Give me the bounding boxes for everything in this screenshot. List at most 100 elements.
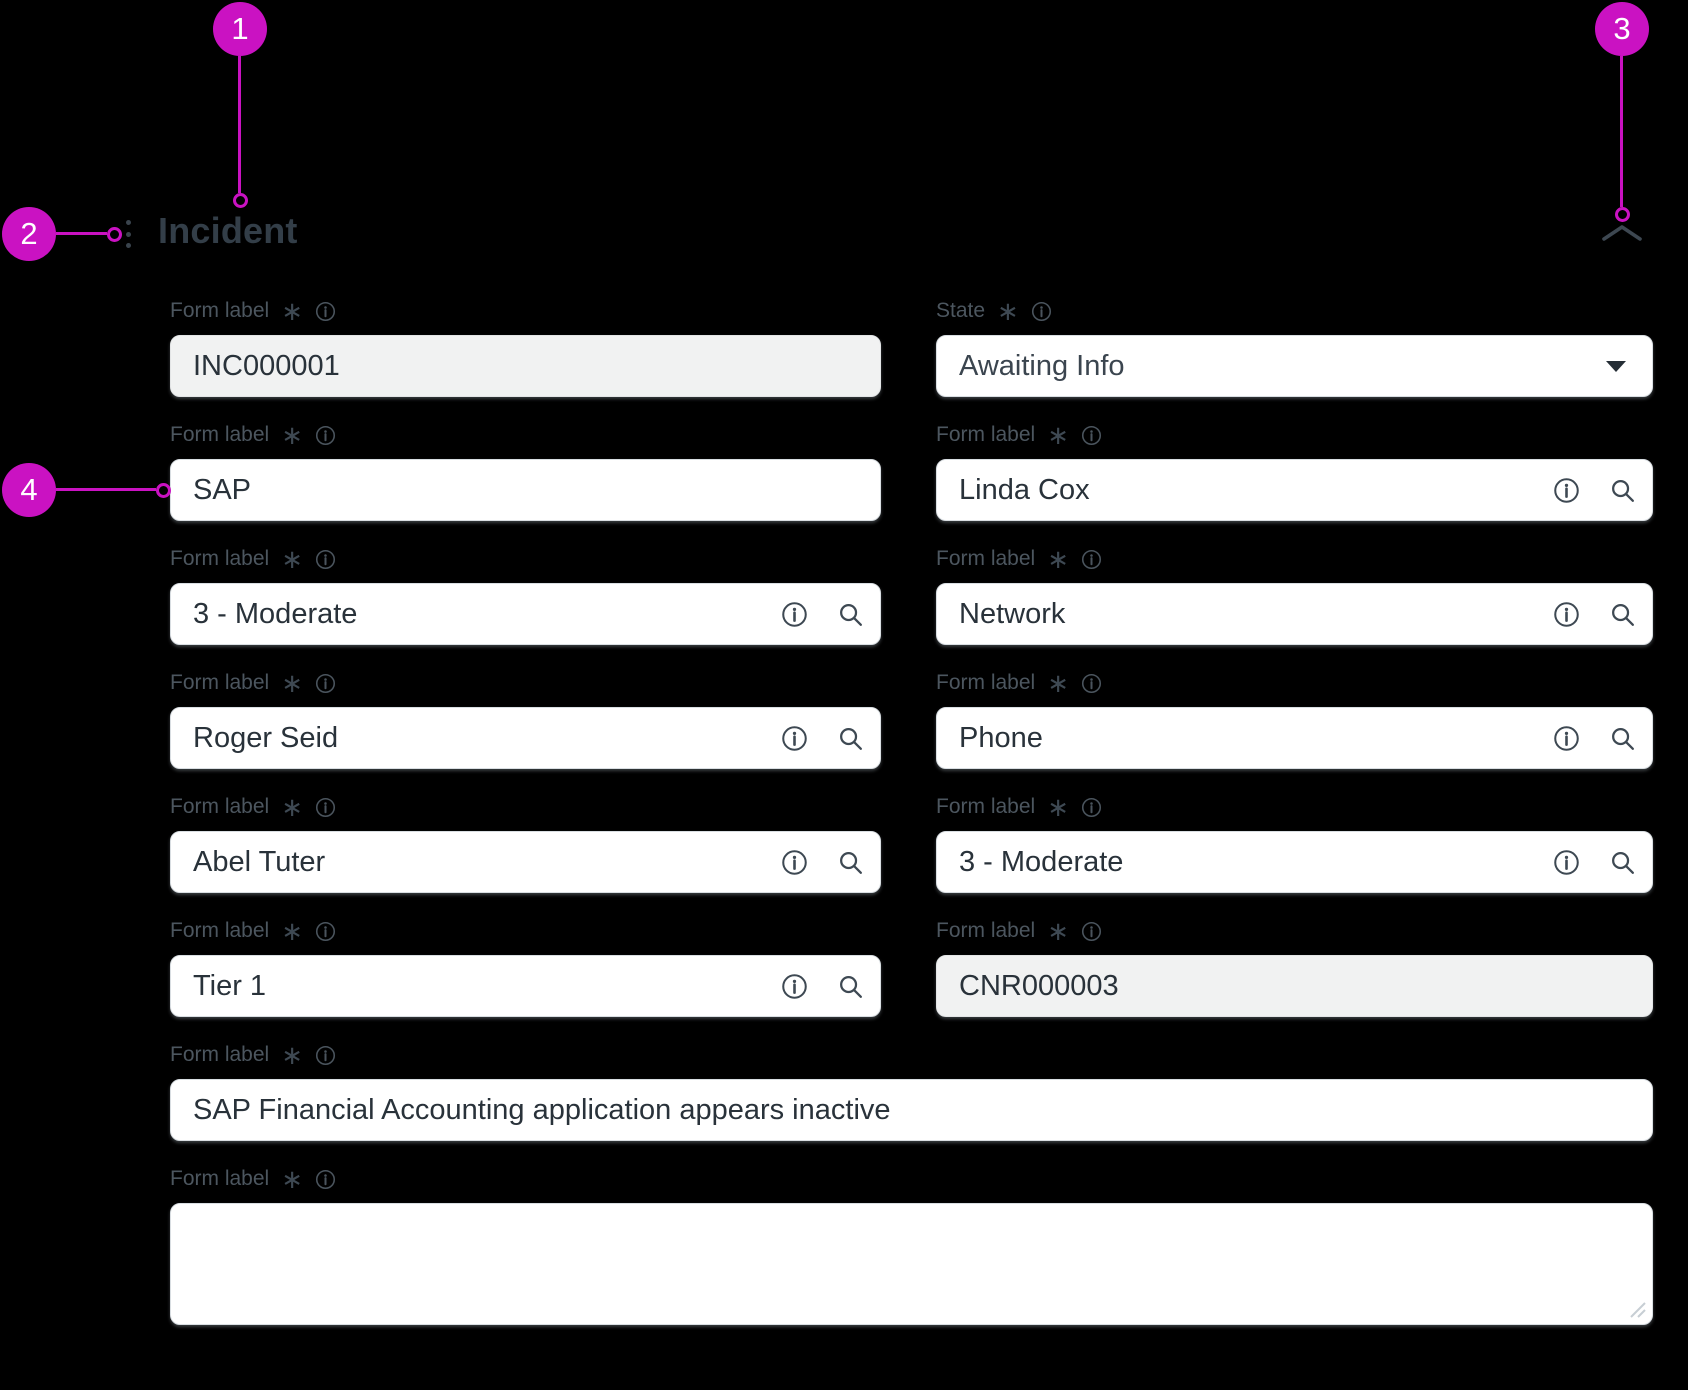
field-value: 3 - Moderate xyxy=(193,597,358,630)
field-label-row: Form label∗ xyxy=(170,1042,1653,1068)
label-info-icon[interactable] xyxy=(315,549,336,570)
field-value: 3 - Moderate xyxy=(959,845,1124,878)
label-info-icon[interactable] xyxy=(1081,921,1102,942)
search-icon[interactable] xyxy=(1609,849,1636,876)
required-asterisk-icon: ∗ xyxy=(1047,668,1069,698)
search-icon[interactable] xyxy=(837,725,864,752)
form-field-group: Form label∗Linda Cox xyxy=(936,422,1653,521)
reference-field[interactable]: Roger Seid xyxy=(170,707,881,769)
text-input-field[interactable]: SAP xyxy=(170,459,881,521)
field-label: Form label xyxy=(936,547,1036,570)
search-icon[interactable] xyxy=(1609,725,1636,752)
field-label: State xyxy=(936,299,986,322)
annotation-marker-circle: 4 xyxy=(2,463,56,517)
field-label: Form label xyxy=(936,671,1036,694)
label-info-icon[interactable] xyxy=(1081,425,1102,446)
info-icon[interactable] xyxy=(781,849,808,876)
field-value: INC000001 xyxy=(193,349,340,382)
field-value: CNR000003 xyxy=(959,969,1119,1002)
field-label-row: Form label∗ xyxy=(170,422,881,448)
chevron-down-icon xyxy=(1606,361,1626,372)
reference-field[interactable]: 3 - Moderate xyxy=(170,583,881,645)
search-icon[interactable] xyxy=(837,849,864,876)
label-info-icon[interactable] xyxy=(1081,673,1102,694)
reference-field[interactable]: Network xyxy=(936,583,1653,645)
field-label: Form label xyxy=(170,547,270,570)
required-asterisk-icon: ∗ xyxy=(281,916,303,946)
field-label: Form label xyxy=(170,671,270,694)
info-icon[interactable] xyxy=(1553,725,1580,752)
search-icon[interactable] xyxy=(837,973,864,1000)
annotation-marker-line xyxy=(1620,56,1623,207)
form-field-group: State ∗ Awaiting Info xyxy=(936,298,1653,397)
info-icon[interactable] xyxy=(781,601,808,628)
annotation-marker-line xyxy=(56,488,156,491)
label-info-icon[interactable] xyxy=(1031,301,1052,322)
field-label-row: Form label ∗ xyxy=(170,546,881,572)
required-asterisk-icon: ∗ xyxy=(281,420,303,450)
readonly-field[interactable]: INC000001 xyxy=(170,335,881,397)
reference-field[interactable]: Tier 1 xyxy=(170,955,881,1017)
required-asterisk-icon: ∗ xyxy=(281,544,303,574)
search-icon[interactable] xyxy=(837,601,864,628)
info-icon[interactable] xyxy=(781,973,808,1000)
field-label: Form label xyxy=(936,423,1036,446)
required-asterisk-icon: ∗ xyxy=(281,1040,303,1070)
textarea-field[interactable] xyxy=(170,1203,1653,1325)
reference-field[interactable]: 3 - Moderate xyxy=(936,831,1653,893)
label-info-icon[interactable] xyxy=(315,797,336,818)
label-info-icon[interactable] xyxy=(315,673,336,694)
label-info-icon[interactable] xyxy=(1081,549,1102,570)
label-info-icon[interactable] xyxy=(1081,797,1102,818)
field-label-row: Form label ∗ xyxy=(170,670,881,696)
form-field-group: Form label∗ SAP Financial Accounting appl… xyxy=(170,1042,1653,1141)
form-field-group: Form label ∗ 3 - Moderate xyxy=(170,546,881,645)
label-info-icon[interactable] xyxy=(315,301,336,322)
form-field-group: Form label∗CNR000003 xyxy=(936,918,1653,1017)
annotation-marker-line xyxy=(238,56,241,193)
info-icon[interactable] xyxy=(781,725,808,752)
reference-field[interactable]: Linda Cox xyxy=(936,459,1653,521)
field-label-row: Form label ∗ xyxy=(170,918,881,944)
drag-handle-dot xyxy=(125,231,131,237)
field-label: Form label xyxy=(170,919,270,942)
reference-field[interactable]: Abel Tuter xyxy=(170,831,881,893)
text-input-field[interactable]: SAP Financial Accounting application app… xyxy=(170,1079,1653,1141)
info-icon[interactable] xyxy=(1553,477,1580,504)
label-info-icon[interactable] xyxy=(315,1169,336,1190)
info-icon[interactable] xyxy=(1553,601,1580,628)
required-asterisk-icon: ∗ xyxy=(281,668,303,698)
state-select[interactable]: Awaiting Info xyxy=(936,335,1653,397)
required-asterisk-icon: ∗ xyxy=(1047,916,1069,946)
annotation-marker-ring xyxy=(232,192,248,208)
field-value: Abel Tuter xyxy=(193,845,326,878)
label-info-icon[interactable] xyxy=(315,921,336,942)
required-asterisk-icon: ∗ xyxy=(997,296,1019,326)
form-field-group: Form label ∗ Roger Seid xyxy=(170,670,881,769)
readonly-field[interactable]: CNR000003 xyxy=(936,955,1653,1017)
field-action-icons xyxy=(1553,584,1636,644)
field-action-icons xyxy=(1553,832,1636,892)
field-value: SAP xyxy=(193,473,252,506)
field-value: Phone xyxy=(959,721,1043,754)
search-icon[interactable] xyxy=(1609,477,1636,504)
form-field-group: Form label∗Abel Tuter xyxy=(170,794,881,893)
collapse-section-button[interactable] xyxy=(1598,219,1646,247)
section-title: Incident xyxy=(158,210,298,251)
drag-handle[interactable] xyxy=(122,220,134,248)
resize-grip-icon[interactable] xyxy=(1625,1297,1647,1319)
search-icon[interactable] xyxy=(1609,601,1636,628)
field-value: Roger Seid xyxy=(193,721,339,754)
label-info-icon[interactable] xyxy=(315,425,336,446)
field-value: Awaiting Info xyxy=(959,349,1125,382)
reference-field[interactable]: Phone xyxy=(936,707,1653,769)
form-field-group: Form label∗ Network xyxy=(936,546,1653,645)
field-label: Form label xyxy=(936,795,1036,818)
form-field-group: Form label∗3 - Moderate xyxy=(936,794,1653,893)
label-info-icon[interactable] xyxy=(315,1045,336,1066)
info-icon[interactable] xyxy=(1553,849,1580,876)
field-action-icons xyxy=(1553,708,1636,768)
field-label-row: Form label∗ xyxy=(936,546,1653,572)
annotation-marker-circle: 3 xyxy=(1595,2,1649,56)
